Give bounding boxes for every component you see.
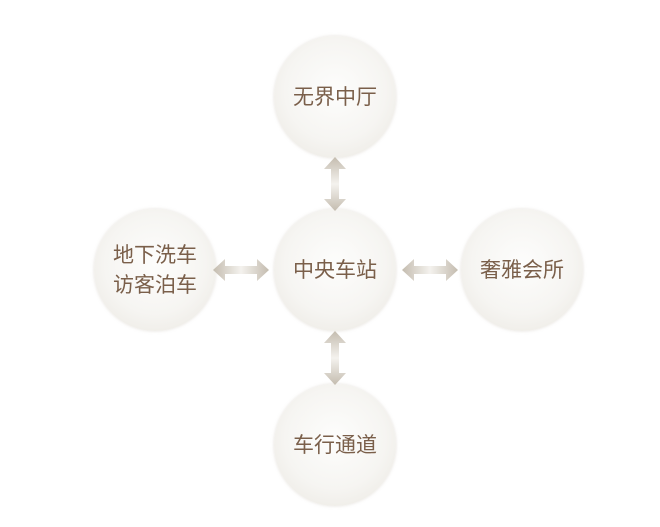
double-arrow-horizontal-right-icon [402, 259, 458, 281]
node-left-line2: 访客泊车 [113, 273, 197, 297]
double-arrow-vertical-bottom-icon [324, 331, 346, 385]
node-center-label: 中央车站 [293, 258, 377, 282]
node-center: 中央车站 [274, 209, 396, 331]
node-left: 地下洗车 访客泊车 [94, 209, 216, 331]
node-top-label: 无界中厅 [293, 85, 377, 109]
node-left-line1: 地下洗车 [113, 243, 197, 267]
node-bottom-label: 车行通道 [293, 433, 377, 457]
node-right-label: 奢雅会所 [480, 258, 564, 282]
double-arrow-vertical-top-icon [324, 157, 346, 211]
node-bottom: 车行通道 [274, 384, 396, 506]
node-right: 奢雅会所 [461, 209, 583, 331]
node-top: 无界中厅 [274, 36, 396, 158]
double-arrow-horizontal-left-icon [213, 259, 269, 281]
